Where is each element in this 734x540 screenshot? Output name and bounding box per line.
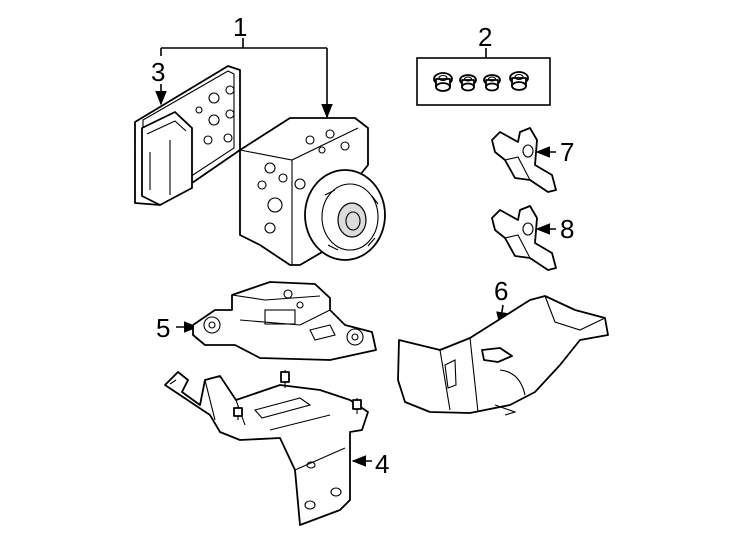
callout-7: 7 (560, 137, 574, 167)
abs-hydraulic-unit (239, 117, 386, 266)
callout-4: 4 (375, 449, 389, 479)
callout-8: 8 (560, 214, 574, 244)
callout-3: 3 (151, 57, 165, 87)
mounting-plate (192, 281, 377, 361)
bracket-clip-lower (491, 205, 557, 271)
lower-bracket (164, 370, 369, 526)
callout-5: 5 (156, 313, 170, 343)
callout-1: 1 (233, 12, 247, 42)
heat-shield (397, 295, 609, 416)
callout-6: 6 (494, 276, 508, 306)
callout-2: 2 (478, 22, 492, 52)
bracket-clip-upper (491, 127, 557, 193)
grommet-set (433, 71, 529, 92)
